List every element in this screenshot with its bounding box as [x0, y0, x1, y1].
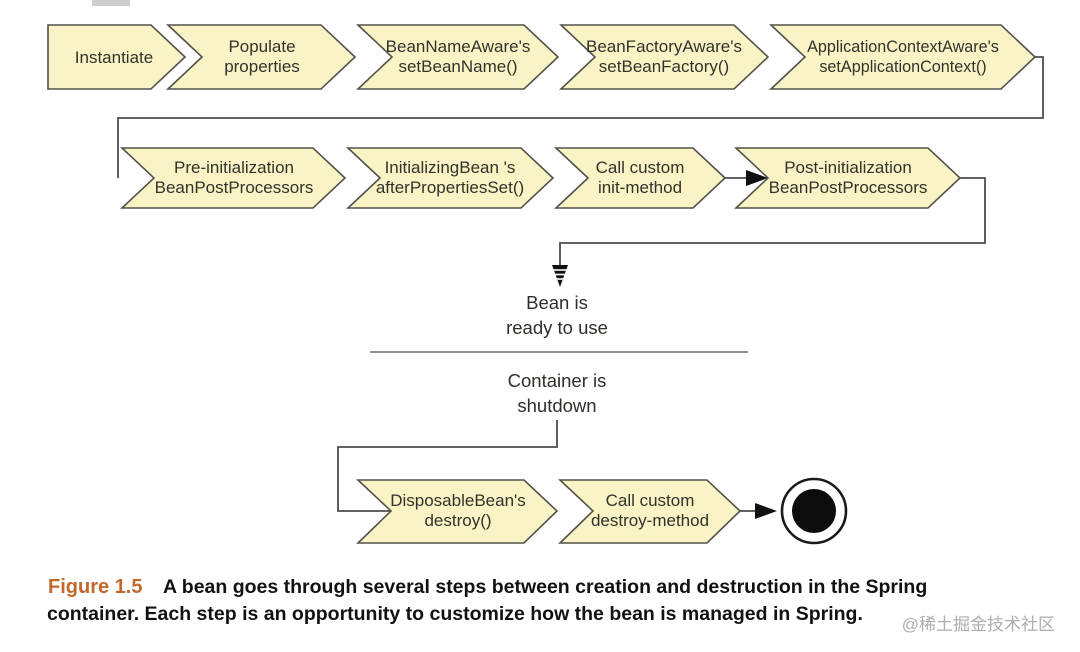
step-set-bean-name-shape: [355, 24, 560, 90]
lifecycle-row-creation: Instantiate Populate properties BeanName…: [47, 24, 1037, 90]
step-post-init-beanpostprocessors-label-line2: BeanPostProcessors: [769, 178, 928, 197]
step-call-destroy-method-shape: [557, 479, 742, 544]
connector-row2-to-ready: [559, 177, 986, 265]
step-set-application-context-label-line2: setApplicationContext(): [819, 58, 986, 76]
step-disposable-bean-shape: [355, 479, 559, 544]
arrowhead-ready-icon: [552, 265, 568, 287]
shutdown-state-line2: shutdown: [517, 395, 596, 416]
figure-caption-line2: container. Each step is an opportunity t…: [47, 603, 863, 625]
step-set-bean-factory-shape: [558, 24, 770, 90]
figure-caption: Figure 1.5 A bean goes through several s…: [47, 576, 927, 625]
step-call-destroy-method-label-line1: Call custom: [606, 491, 695, 510]
step-populate-properties-label-line1: Populate: [228, 37, 295, 56]
ready-state-line2: ready to use: [506, 317, 608, 338]
step-set-application-context-label-line1: ApplicationContextAware's: [807, 38, 999, 56]
step-disposable-bean-label-line2: destroy(): [424, 511, 491, 530]
step-call-destroy-method-label-line2: destroy-method: [591, 511, 709, 530]
lifecycle-row-initialization: Pre-initialization BeanPostProcessors In…: [119, 147, 962, 209]
figure-caption-number: Figure 1.5: [48, 576, 142, 598]
figure-caption-line1: A bean goes through several steps betwee…: [163, 576, 927, 598]
step-set-bean-factory-label-line1: BeanFactoryAware's: [586, 37, 742, 56]
step-pre-init-beanpostprocessors-label-line1: Pre-initialization: [174, 158, 294, 177]
step-call-init-method-label-line1: Call custom: [596, 158, 685, 177]
step-set-bean-name-label-line1: BeanNameAware's: [386, 37, 531, 56]
top-edge-artifact: [92, 0, 130, 6]
arrowhead-postinit-icon: [746, 170, 768, 186]
step-instantiate-shape: [47, 24, 187, 90]
step-initializing-bean-label-line1: InitializingBean 's: [385, 158, 516, 177]
watermark-text: @稀土掘金技术社区: [902, 615, 1055, 634]
lifecycle-row-destruction: DisposableBean's destroy() Call custom d…: [355, 477, 848, 545]
step-post-init-beanpostprocessors-label-line1: Post-initialization: [784, 158, 912, 177]
step-populate-properties-shape: [165, 24, 357, 90]
step-pre-init-beanpostprocessors-label-line2: BeanPostProcessors: [155, 178, 314, 197]
step-pre-init-beanpostprocessors-shape: [119, 147, 347, 209]
step-set-application-context-shape: [768, 24, 1037, 90]
step-post-init-beanpostprocessors-shape: [733, 147, 962, 209]
ready-state-line1: Bean is: [526, 292, 588, 313]
shutdown-state-line1: Container is: [508, 370, 607, 391]
step-initializing-bean-label-line2: afterPropertiesSet(): [376, 178, 524, 197]
step-set-bean-name-label-line2: setBeanName(): [398, 57, 517, 76]
step-call-init-method-label-line2: init-method: [598, 178, 682, 197]
connector-shutdown-to-row3: [337, 420, 558, 512]
step-instantiate-label: Instantiate: [75, 48, 153, 67]
step-call-init-method-shape: [553, 147, 727, 209]
step-initializing-bean-shape: [345, 147, 555, 209]
end-state-icon: [780, 477, 848, 545]
step-set-bean-factory-label-line2: setBeanFactory(): [599, 57, 729, 76]
step-populate-properties-label-line2: properties: [224, 57, 300, 76]
arrowhead-end-icon: [755, 503, 777, 519]
step-disposable-bean-label-line1: DisposableBean's: [390, 491, 526, 510]
connector-row1-to-row2: [117, 56, 1044, 178]
